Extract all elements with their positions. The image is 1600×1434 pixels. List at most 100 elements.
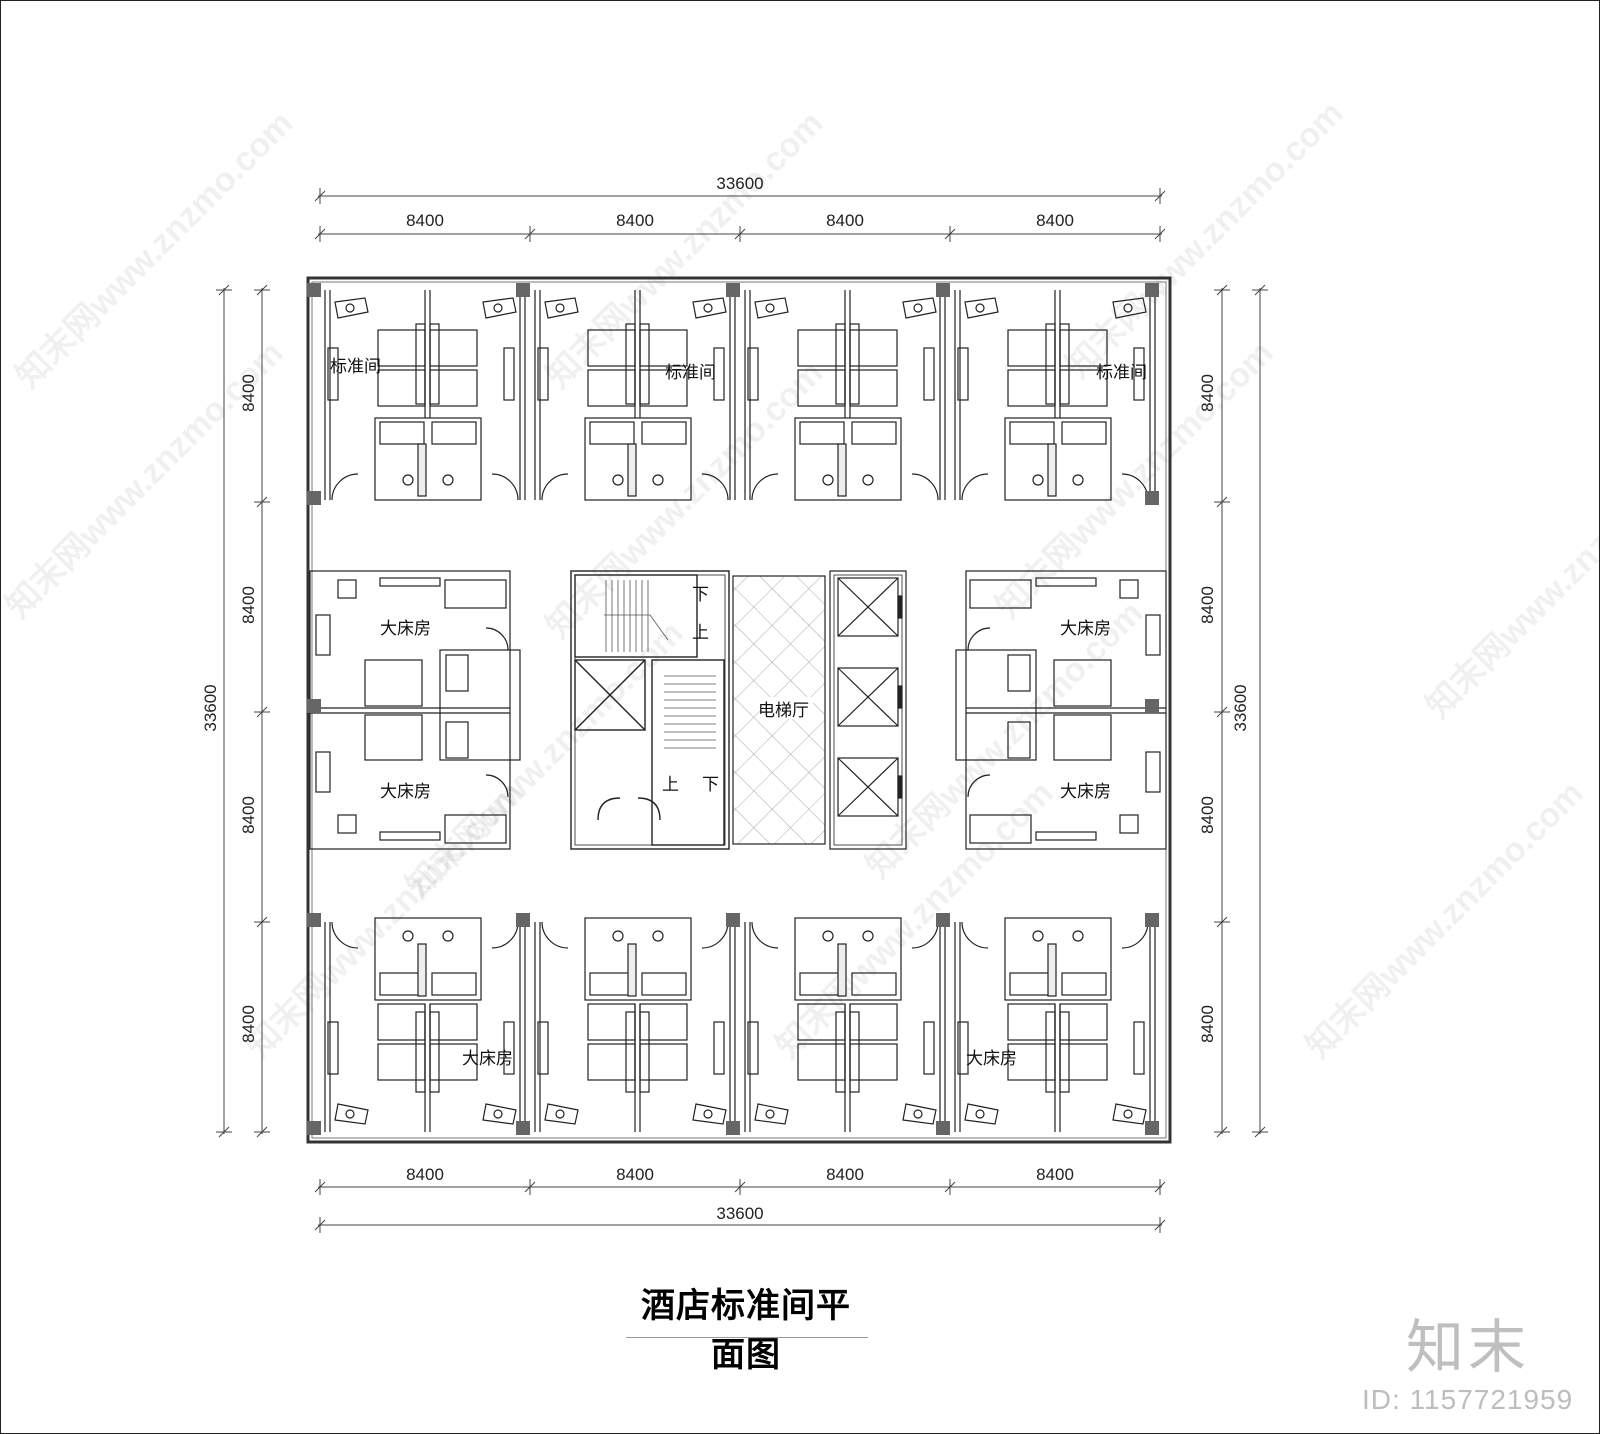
headboard [639,1011,650,1093]
door-swing [331,473,359,501]
bed [639,1003,688,1041]
bathtub [1061,421,1107,445]
bathroom-block [794,417,902,501]
headboard [429,323,440,405]
door-swing [485,774,509,798]
toilet [822,474,834,486]
shaft [627,943,637,997]
armchair [754,1103,789,1125]
column [307,491,321,505]
shaft [627,443,637,497]
headboard [1045,1011,1056,1093]
door-swing [911,473,939,501]
door-swing [967,627,991,651]
brand-id: ID: 1157721959 [1362,1384,1574,1415]
bed [849,1003,898,1041]
door-swing [701,473,729,501]
door-swing [491,921,519,949]
dim-left-bay-1: 8400 [239,374,258,412]
wardrobe [713,347,725,401]
dim-right-bay-3: 8400 [1198,796,1217,834]
bathtub [1007,721,1031,759]
bed [377,329,426,367]
armchair [334,297,369,319]
toilet [612,930,624,942]
column [307,699,321,713]
wardrobe [444,579,507,609]
plan-title: 酒店标准间平面图 [641,1286,851,1375]
watermark-text: 知末网www.znzmo.com [1419,434,1600,726]
side-table [493,1109,503,1119]
side-table [1123,1109,1133,1119]
headboard [1059,1011,1070,1093]
bathtub [379,421,425,445]
toilet [402,930,414,942]
title-underline [626,1337,868,1338]
toilet [652,930,664,942]
side-table [1123,303,1133,313]
wardrobe [537,1021,549,1075]
dim-bottom-bay-3: 8400 [826,1165,864,1184]
armchair [1112,297,1147,319]
bathroom-block [794,917,902,1001]
dim-left-bay-3: 8400 [239,796,258,834]
armchair [544,1103,579,1125]
elevator-x [837,757,899,817]
bathtub [851,421,897,445]
armchair [544,297,579,319]
door-swing [967,774,991,798]
door-swing [541,921,569,949]
king-bed [364,714,423,761]
toilet [652,474,664,486]
bathroom-block [1004,417,1112,501]
headboard [849,1011,860,1093]
armchair [1112,1103,1147,1125]
bed [377,369,426,407]
side-table [555,303,565,313]
side-table [975,303,985,313]
chair [1119,579,1139,599]
door-swing [491,473,519,501]
door-swing [751,921,779,949]
toilet [862,474,874,486]
side-table [765,303,775,313]
column [1145,913,1159,927]
tv-console [379,577,441,587]
column [726,1121,740,1135]
bathroom-block [584,917,692,1001]
wardrobe [327,1021,339,1075]
shaft [417,943,427,997]
sofa [315,751,331,793]
stair-mark-up-2: 上 [662,775,679,795]
sofa [1145,614,1161,656]
bathtub [431,421,477,445]
door-swing [961,473,989,501]
armchair [754,297,789,319]
dim-top-bay-4: 8400 [1036,211,1074,230]
structural-columns [307,283,1159,1135]
headboard [415,323,426,405]
label-king-room-right-upper: 大床房 [1060,619,1111,639]
dim-overall-right: 33600 [1231,684,1250,731]
side-table [913,303,923,313]
dim-right-bay-1: 8400 [1198,374,1217,412]
wardrobe [444,814,507,844]
bed [587,369,636,407]
bathroom-block [1004,917,1112,1001]
chair [337,579,357,599]
bathtub [851,972,897,996]
tv-console [1035,831,1097,841]
bathtub [379,972,425,996]
bed [1007,369,1056,407]
brand-logo: 知末 [1406,1313,1531,1381]
door-swing [331,921,359,949]
column [516,913,530,927]
label-standard-room-2: 标准间 [665,363,716,383]
wardrobe [503,1021,515,1075]
label-king-room-bottom-2: 大床房 [966,1049,1017,1069]
column [936,913,950,927]
door-swing [485,627,509,651]
watermark-text: 知末网www.znzmo.com [1299,774,1591,1066]
bed [377,1043,426,1081]
side-table [703,303,713,313]
